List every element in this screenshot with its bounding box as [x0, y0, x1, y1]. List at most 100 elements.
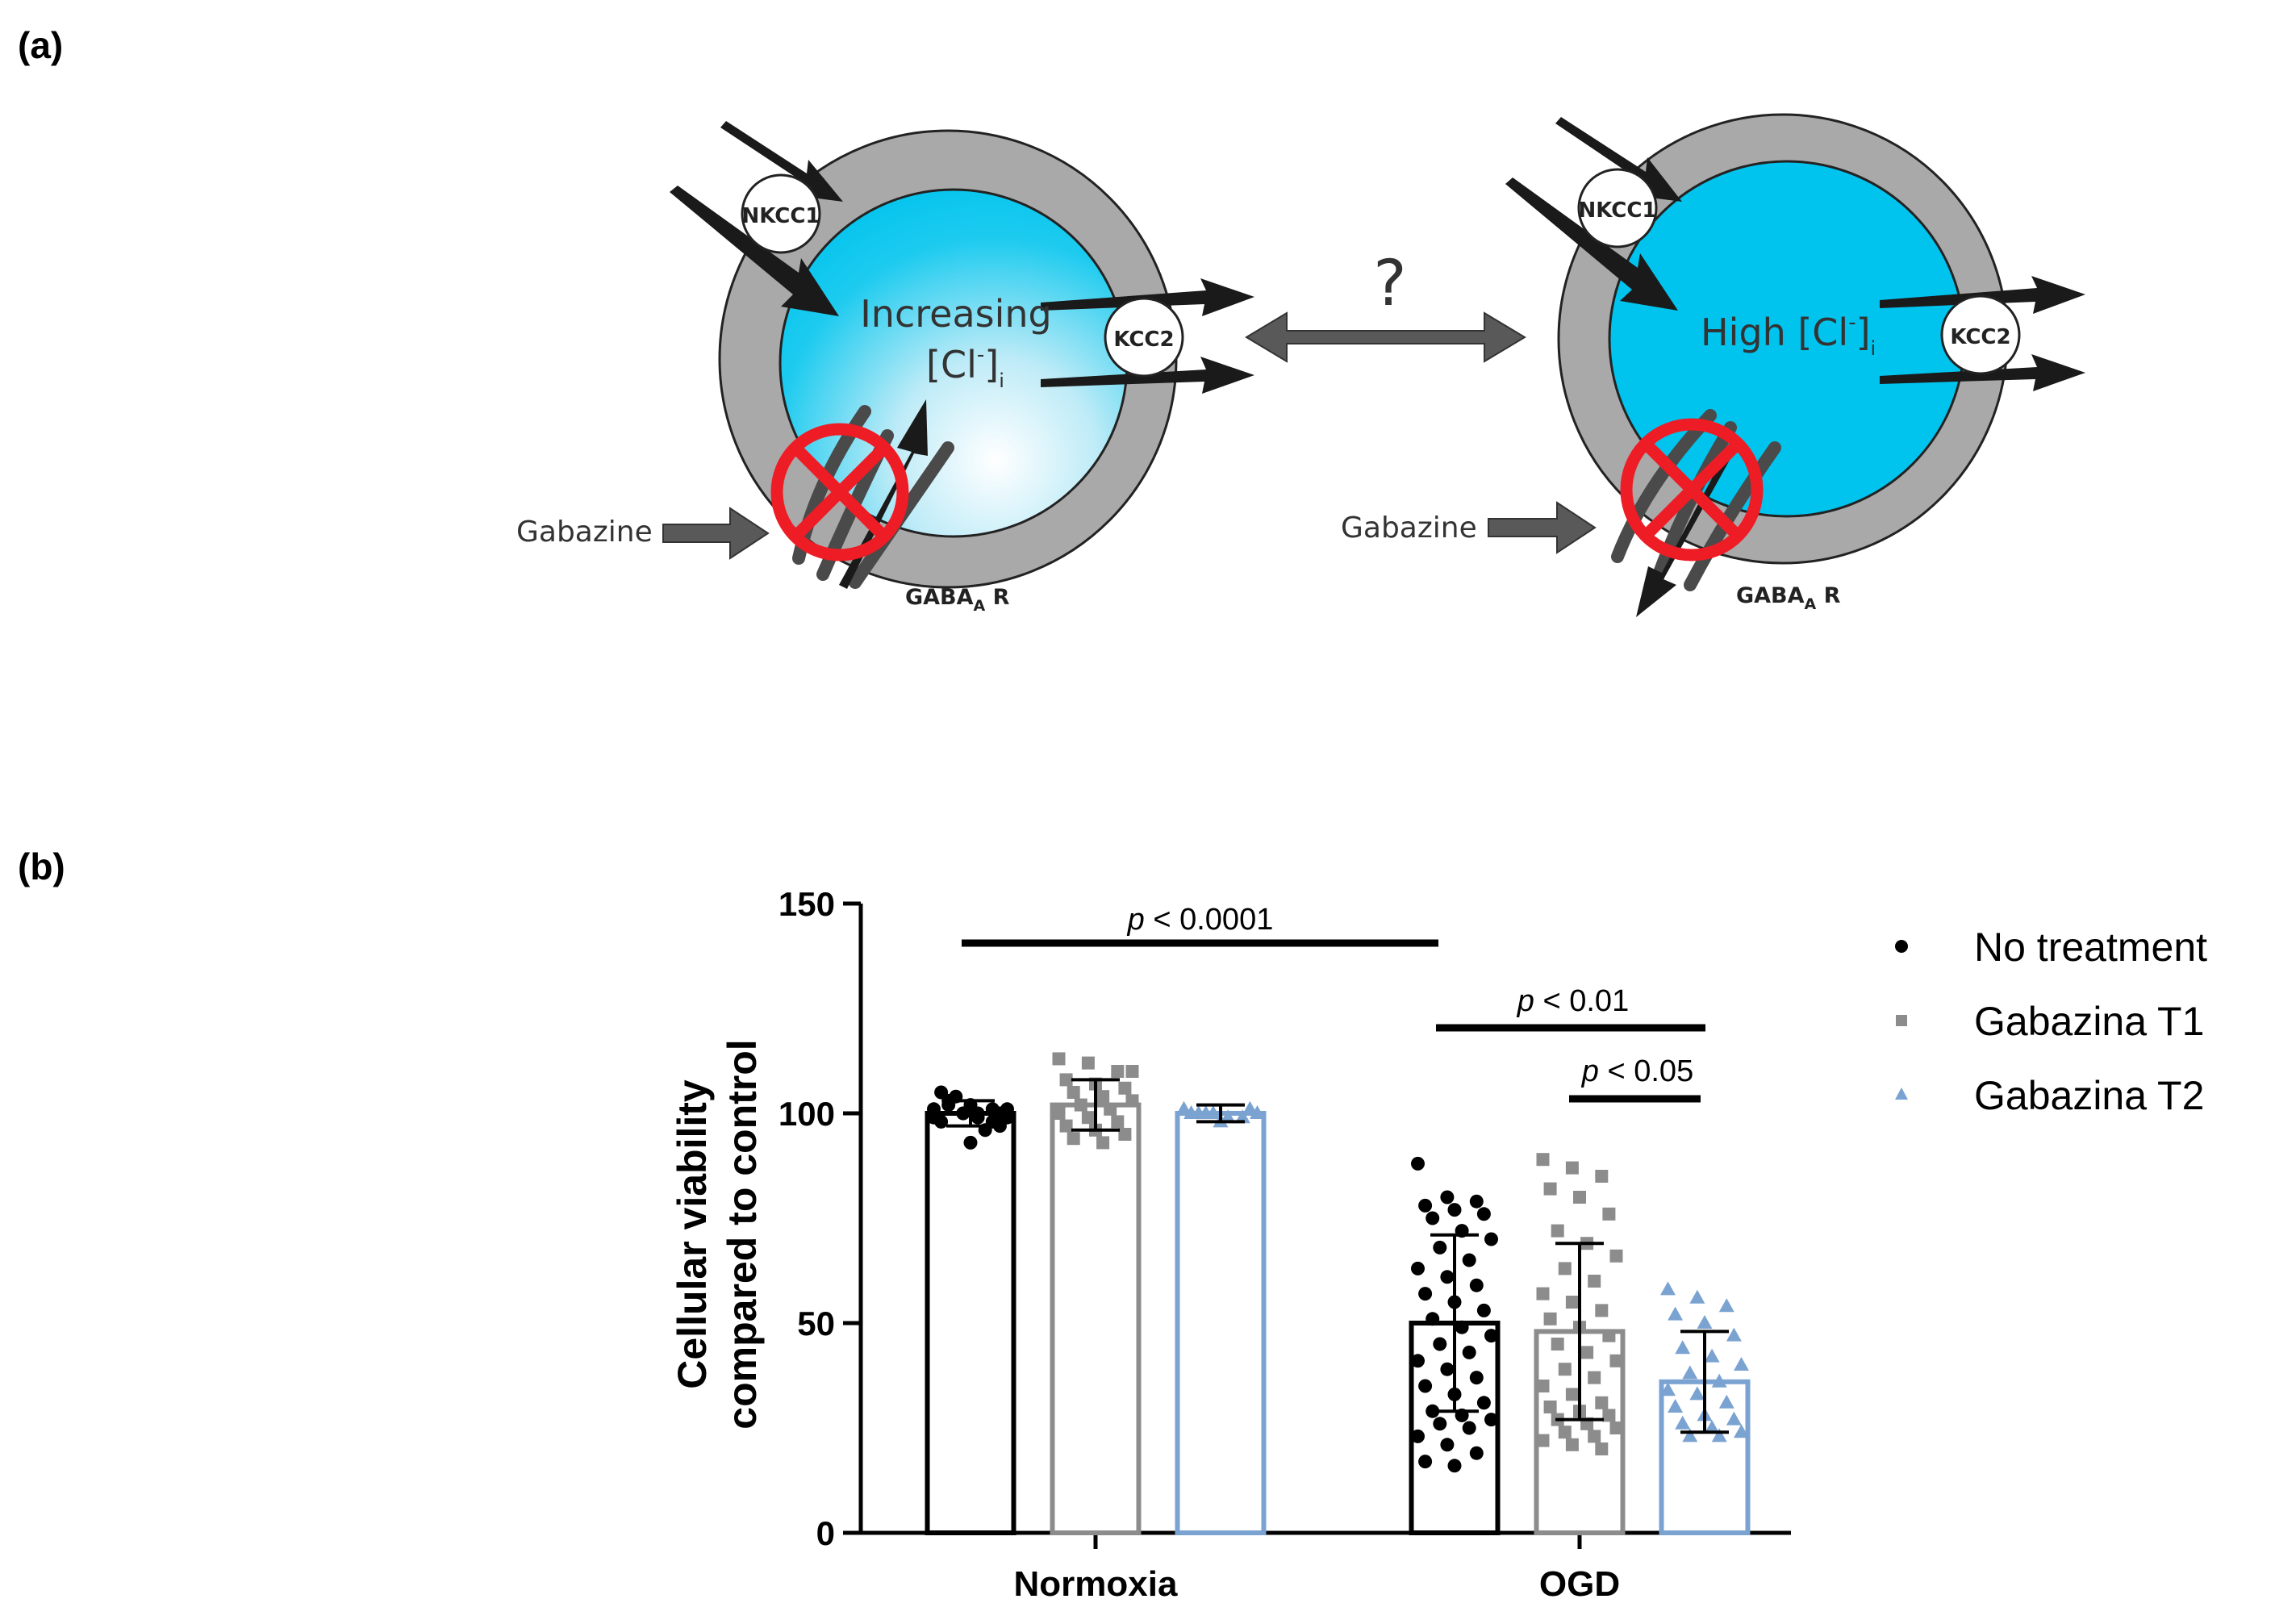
point-1-1-22 — [1536, 1380, 1550, 1392]
point-1-1-20 — [1558, 1363, 1572, 1376]
point-0-1-1 — [1440, 1190, 1455, 1204]
point-1-0-10 — [1104, 1102, 1117, 1116]
point-2-1-10 — [1711, 1373, 1727, 1388]
point-1-1-21 — [1588, 1371, 1601, 1384]
point-0-1-31 — [1433, 1417, 1447, 1431]
point-1-1-11 — [1536, 1287, 1550, 1300]
point-0-1-25 — [1418, 1379, 1433, 1393]
point-0-0-18 — [971, 1110, 985, 1125]
right-gabaa-label: GABAA R — [1736, 583, 1841, 613]
x-category-label-0: Normoxia — [1014, 1564, 1178, 1604]
y-tick-label-2: 100 — [779, 1095, 835, 1133]
point-0-1-12 — [1440, 1270, 1455, 1284]
legend-marker-1 — [1896, 1015, 1907, 1026]
point-2-1-2 — [1718, 1298, 1734, 1313]
point-2-0-8 — [1250, 1105, 1265, 1119]
right-nkcc1-arrow-upper — [1555, 117, 1682, 202]
point-1-1-0 — [1536, 1153, 1550, 1167]
point-1-0-1 — [1081, 1056, 1095, 1070]
point-1-0-9 — [1074, 1098, 1087, 1112]
double-arrow — [1245, 311, 1526, 363]
point-1-1-24 — [1595, 1396, 1609, 1409]
right-gabazine-label: Gabazine — [1341, 511, 1477, 545]
point-0-1-4 — [1447, 1203, 1462, 1217]
point-2-1-13 — [1718, 1394, 1734, 1409]
point-2-1-20 — [1682, 1428, 1698, 1442]
point-0-0-11 — [927, 1102, 941, 1117]
points — [927, 1052, 1749, 1473]
point-2-1-7 — [1704, 1348, 1720, 1363]
right-kcc2-label: KCC2 — [1950, 325, 2010, 349]
point-0-1-10 — [1462, 1253, 1476, 1267]
point-0-1-35 — [1469, 1446, 1484, 1460]
left-block-icon — [770, 423, 909, 562]
left-kcc2-arrow-upper — [1041, 278, 1254, 316]
right-nkcc1-label: NKCC1 — [1579, 198, 1657, 223]
point-1-0-19 — [1125, 1065, 1139, 1078]
panel-label-b: (b) — [18, 845, 65, 887]
point-2-1-3 — [1668, 1306, 1684, 1321]
point-0-1-3 — [1418, 1198, 1433, 1213]
bar-chart: Cellular viability compared to control 0… — [670, 885, 2207, 1604]
right-kcc2-circle — [1940, 294, 2021, 375]
x-category-label-1: OGD — [1539, 1564, 1620, 1604]
point-0-1-23 — [1440, 1362, 1455, 1376]
point-1-1-12 — [1565, 1296, 1579, 1309]
point-0-0-12 — [956, 1106, 971, 1121]
legend-marker-0 — [1895, 940, 1908, 953]
point-0-1-14 — [1418, 1287, 1433, 1301]
diagram-left-cell: NKCC1 KCC2 Increasing [Cl-]i GABAA R Gab… — [516, 121, 1254, 615]
point-0-1-34 — [1440, 1438, 1455, 1452]
left-kcc2-circle — [1104, 297, 1184, 378]
point-2-1-12 — [1689, 1386, 1705, 1401]
significance-label-0: p < 0.0001 — [1127, 903, 1274, 937]
point-0-1-24 — [1469, 1371, 1484, 1385]
point-1-0-5 — [1118, 1081, 1132, 1095]
point-0-1-17 — [1426, 1312, 1440, 1326]
point-2-1-4 — [1697, 1315, 1713, 1329]
y-axis-label-line1: Cellular viability — [670, 1079, 715, 1389]
point-0-1-33 — [1411, 1429, 1425, 1443]
point-2-1-6 — [1675, 1340, 1691, 1355]
point-0-1-30 — [1484, 1413, 1498, 1427]
point-2-0-9 — [1198, 1105, 1214, 1119]
point-1-1-9 — [1558, 1262, 1572, 1275]
point-1-0-18 — [1096, 1136, 1110, 1150]
point-2-1-14 — [1668, 1399, 1684, 1413]
point-1-1-6 — [1551, 1224, 1564, 1238]
panel-label-a: (a) — [18, 24, 63, 66]
point-2-1-8 — [1734, 1357, 1749, 1371]
point-1-0-7 — [1096, 1090, 1110, 1104]
point-1-1-17 — [1551, 1338, 1564, 1351]
point-1-0-3 — [1059, 1073, 1073, 1087]
point-1-0-8 — [1125, 1094, 1139, 1108]
point-0-1-0 — [1411, 1156, 1425, 1171]
point-2-0-2 — [1234, 1109, 1250, 1124]
point-2-1-17 — [1675, 1415, 1691, 1430]
right-block-icon — [1620, 418, 1764, 562]
point-1-1-34 — [1565, 1438, 1579, 1451]
point-1-1-3 — [1543, 1182, 1557, 1196]
point-1-1-14 — [1543, 1312, 1557, 1326]
point-1-1-2 — [1595, 1170, 1609, 1183]
point-0-1-9 — [1433, 1240, 1447, 1255]
point-2-0-7 — [1220, 1109, 1236, 1124]
point-1-0-12 — [1081, 1111, 1095, 1125]
point-1-1-30 — [1609, 1422, 1623, 1434]
point-0-1-11 — [1411, 1261, 1425, 1275]
point-2-1-1 — [1689, 1289, 1705, 1304]
point-1-0-0 — [1052, 1052, 1066, 1066]
error-bars — [946, 1078, 1729, 1434]
point-0-0-14 — [934, 1085, 949, 1100]
bars — [925, 1102, 1751, 1536]
point-0-0-3 — [934, 1114, 949, 1129]
legend-label-0: No treatment — [1974, 925, 2207, 970]
right-kcc2-arrow-upper — [1880, 276, 2085, 314]
right-nkcc1-circle — [1577, 168, 1658, 248]
point-2-1-18 — [1704, 1420, 1720, 1434]
y-tick-label-0: 0 — [816, 1514, 835, 1552]
point-2-1-0 — [1660, 1281, 1676, 1296]
point-1-1-33 — [1536, 1434, 1550, 1447]
point-1-1-13 — [1595, 1304, 1609, 1317]
